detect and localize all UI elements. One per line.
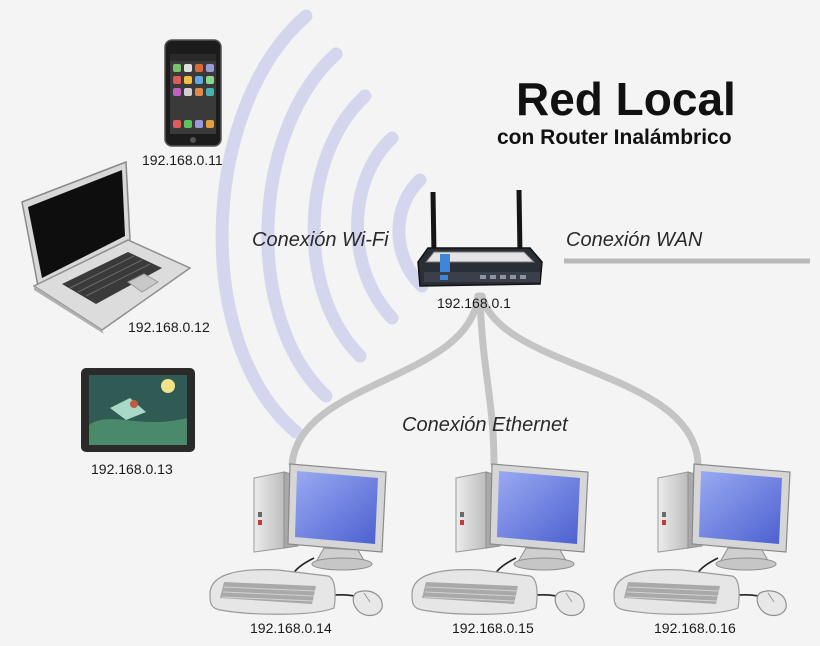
ethernet-cables <box>288 292 702 468</box>
diagram-subtitle: con Router Inalámbrico <box>497 126 732 149</box>
wan-connection-label: Conexión WAN <box>566 229 703 251</box>
smartphone-ip-label: 192.168.0.11 <box>142 152 223 168</box>
tablet-ip-label: 192.168.0.13 <box>91 461 173 477</box>
wifi-connection-label: Conexión Wi-Fi <box>252 229 389 251</box>
wifi-waves <box>215 9 429 439</box>
laptop-icon <box>21 160 192 334</box>
smartphone-icon <box>164 39 222 147</box>
router-icon <box>417 189 543 287</box>
ethernet-connection-label: Conexión Ethernet <box>402 414 568 436</box>
router-ip-label: 192.168.0.1 <box>437 295 511 311</box>
tablet-icon <box>81 368 195 452</box>
desktop-computer-icon-2 <box>411 463 589 617</box>
laptop-ip-label: 192.168.0.12 <box>128 319 210 335</box>
desktop-ip-label-1: 192.168.0.14 <box>250 620 332 636</box>
diagram-title: Red Local <box>516 73 736 125</box>
desktop-computer-icon-3 <box>613 463 791 617</box>
desktop-computer-icon-1 <box>209 463 387 617</box>
desktop-ip-label-3: 192.168.0.16 <box>654 620 736 636</box>
desktop-ip-label-2: 192.168.0.15 <box>452 620 534 636</box>
